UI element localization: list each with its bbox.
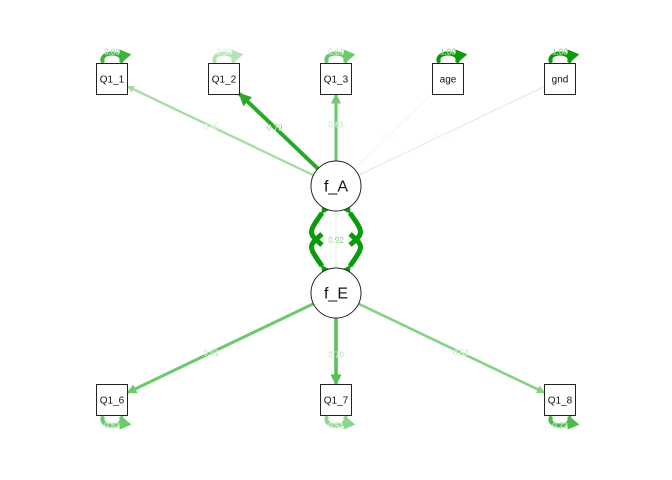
- manifest-node-gnd: gnd: [544, 63, 576, 95]
- node-box: [96, 63, 128, 95]
- path-arrow: [358, 85, 545, 176]
- node-box: [544, 63, 576, 95]
- node-box: [96, 384, 128, 416]
- variance-Q1_2: 0.38: [212, 47, 244, 76]
- node-label: f_E: [324, 286, 348, 303]
- path-label: 0.45: [203, 122, 219, 131]
- node-box: [208, 63, 240, 95]
- variance-loop: [100, 403, 132, 430]
- path-gnd-f_A: 0.24: [358, 85, 545, 176]
- variance-Q1_1: 0.80: [100, 47, 132, 76]
- variance-loop: [548, 49, 580, 76]
- latent-variance-loop: [309, 196, 337, 247]
- path-label: 0.24: [434, 131, 450, 140]
- path-f_E-Q1_7: 0.70: [328, 318, 344, 386]
- node-label: Q1_2: [212, 75, 237, 86]
- path-f_A-Q1_2: 0.79: [238, 92, 320, 171]
- node-circle: [310, 267, 362, 319]
- node-box: [320, 63, 352, 95]
- manifest-node-Q1_3: Q1_3: [320, 63, 352, 95]
- latent-variance-loop: [335, 232, 363, 283]
- variance-label: 1.00: [440, 48, 456, 57]
- node-label: Q1_8: [548, 396, 573, 407]
- path-arrow: [353, 93, 433, 170]
- variance-loop: [324, 403, 356, 430]
- path-label: 0.63: [328, 120, 344, 129]
- path-f_A-Q1_1: 0.45: [126, 85, 314, 177]
- variance-label: 0.80: [104, 48, 120, 57]
- variance-age: 1.00: [436, 47, 468, 76]
- path-label: 0.79: [267, 124, 283, 133]
- variance-label: 1.00: [552, 48, 568, 57]
- variance-Q1_7: 0.51: [324, 403, 356, 431]
- node-label: gnd: [552, 75, 569, 86]
- node-circle: [310, 160, 362, 212]
- path-label: 0.52: [453, 349, 469, 358]
- variance-loop: [100, 49, 132, 76]
- node-box: [544, 384, 576, 416]
- node-box: [432, 63, 464, 95]
- node-label: Q1_1: [100, 75, 125, 86]
- path-arrow: [238, 92, 320, 171]
- latent-node-f_A: f_A: [310, 160, 362, 212]
- latent-variance-loop: [309, 232, 337, 283]
- variance-Q1_6: 0.63: [100, 403, 132, 431]
- node-label: Q1_7: [324, 396, 349, 407]
- path-label: 0.15: [382, 131, 398, 140]
- path-label: 0.61: [203, 349, 219, 358]
- latent-variance-label: 0.92: [328, 236, 344, 245]
- variance-Q1_3: 0.61: [324, 47, 356, 76]
- manifest-node-age: age: [432, 63, 464, 95]
- node-box: [320, 384, 352, 416]
- variance-Q1_8: 0.73: [548, 403, 580, 431]
- path-arrow: [126, 302, 315, 394]
- manifest-node-Q1_6: Q1_6: [96, 384, 128, 416]
- path-arrow: [126, 85, 314, 177]
- latent-node-f_E: f_E: [310, 267, 362, 319]
- manifest-node-Q1_8: Q1_8: [544, 384, 576, 416]
- variance-loop: [212, 49, 244, 76]
- edges-layer: 0.45 0.79 0.63 0.15 0.24 0.61 0.70 0.52: [126, 85, 546, 394]
- manifest-node-Q1_7: Q1_7: [320, 384, 352, 416]
- path-f_A-Q1_3: 0.63: [328, 93, 344, 161]
- node-label: Q1_3: [324, 75, 349, 86]
- variance-label: 0.51: [328, 422, 344, 431]
- variance-label: 0.61: [328, 48, 344, 57]
- path-label: 0.70: [328, 351, 344, 360]
- manifest-node-Q1_1: Q1_1: [96, 63, 128, 95]
- variance-label: 0.63: [104, 422, 120, 431]
- variance-loop: [548, 403, 580, 430]
- variance-label: 0.73: [552, 422, 568, 431]
- variance-gnd: 1.00: [548, 47, 580, 76]
- path-f_E-Q1_8: 0.52: [357, 302, 546, 394]
- latent-variance-loop: [335, 196, 363, 247]
- manifest-node-Q1_2: Q1_2: [208, 63, 240, 95]
- path-age-f_A: 0.15: [353, 93, 433, 170]
- path-f_E-Q1_6: 0.61: [126, 302, 315, 394]
- variance-loop: [324, 49, 356, 76]
- variance-loop: [436, 49, 468, 76]
- path-arrow: [357, 302, 546, 394]
- node-label: age: [440, 75, 457, 86]
- node-label: Q1_6: [100, 396, 125, 407]
- node-label: f_A: [324, 179, 348, 196]
- variance-label: 0.38: [216, 48, 232, 57]
- latent-variances: 0.92: [309, 196, 363, 283]
